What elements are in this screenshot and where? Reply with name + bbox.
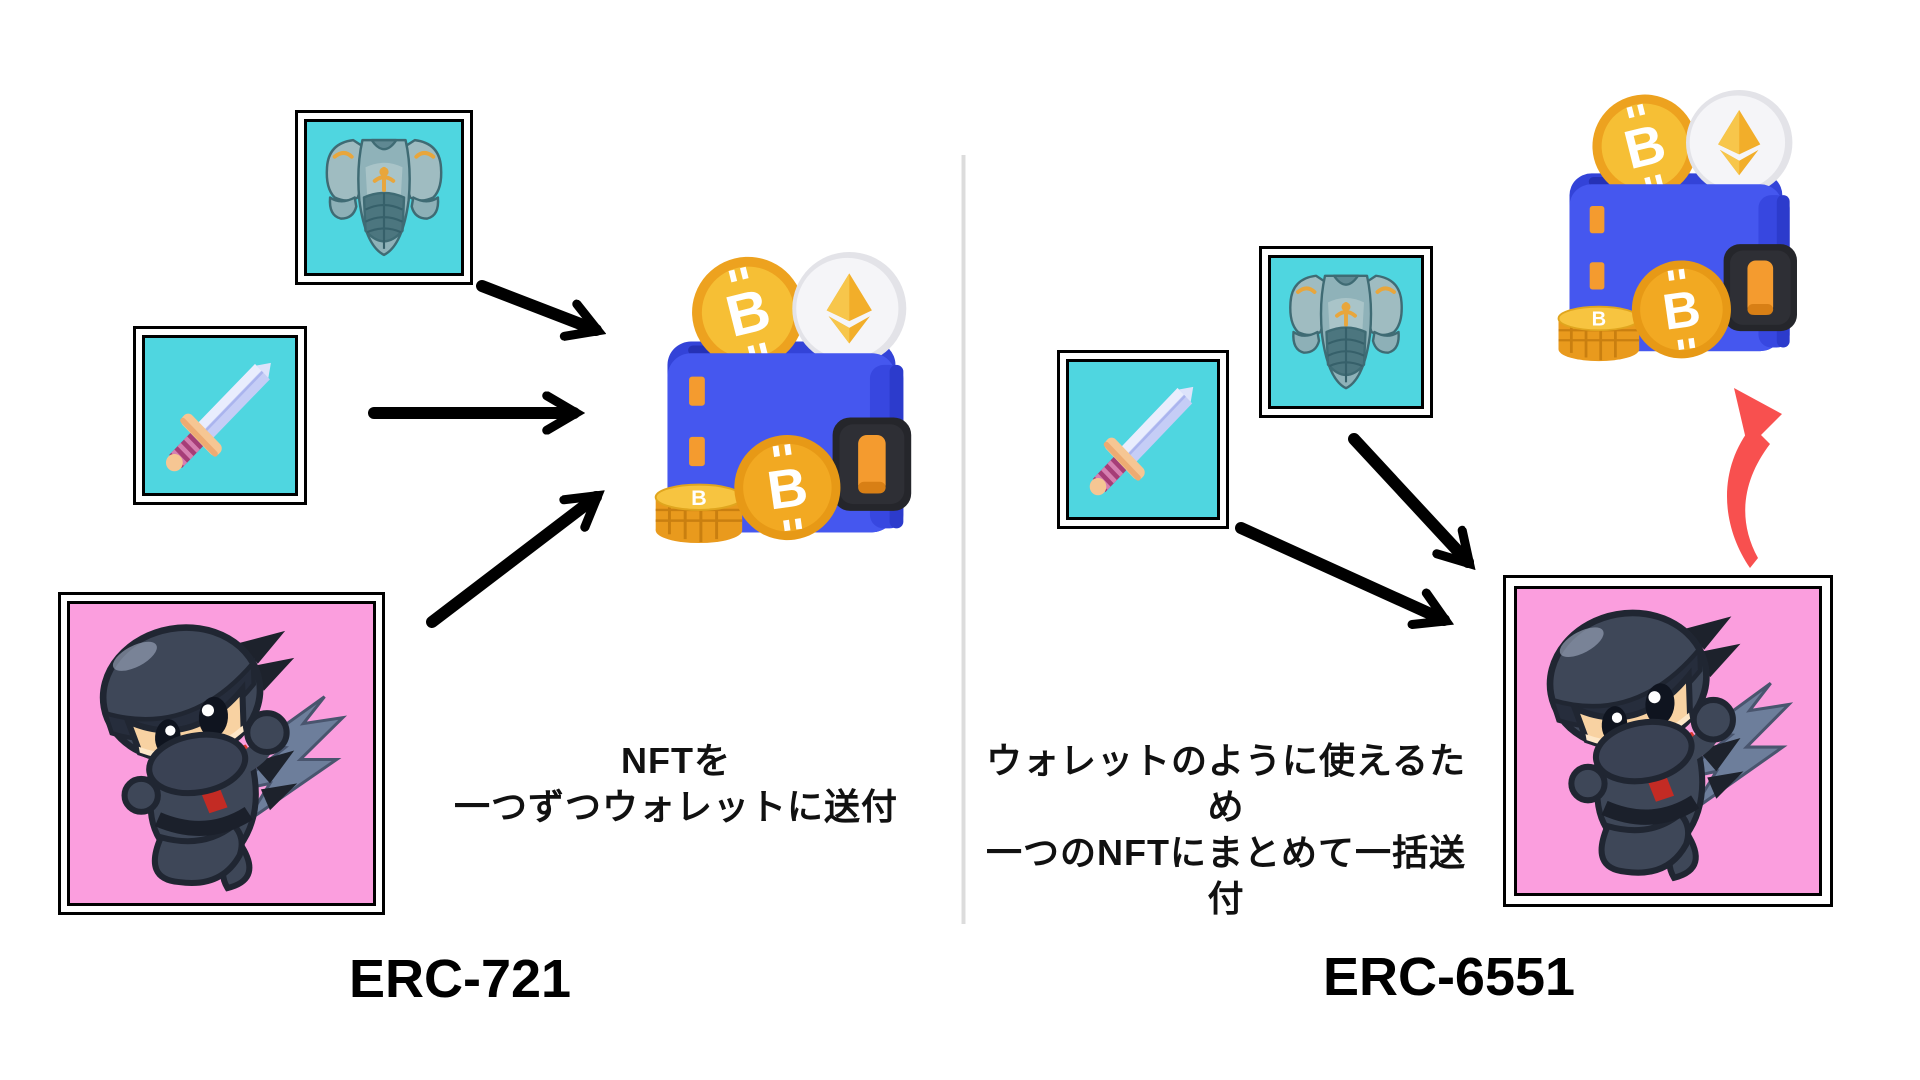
arrow-armor-to-ninja xyxy=(1348,433,1468,562)
ninja-nft-image-right xyxy=(1514,586,1822,896)
ninja-nft-image-left xyxy=(67,601,376,906)
ninja-icon xyxy=(1517,589,1819,893)
sword-nft-card-left xyxy=(133,326,307,505)
crypto-wallet-icon xyxy=(654,252,913,544)
armor-nft-card-left xyxy=(295,110,473,285)
right-caption: ウォレットのように使えるため 一つのNFTにまとめて一括送付 xyxy=(976,738,1476,922)
crypto-wallet-right xyxy=(1542,90,1808,362)
armor-nft-card-right xyxy=(1259,246,1433,418)
ninja-nft-card-left xyxy=(58,592,385,915)
crypto-wallet-left xyxy=(638,252,923,544)
sword-icon xyxy=(145,338,295,493)
sword-nft-card-right xyxy=(1057,350,1229,529)
arrow-armor-to-wallet xyxy=(476,280,596,330)
right-title: ERC-6551 xyxy=(1322,947,1576,1007)
arrow-sword-to-ninja xyxy=(1235,522,1444,620)
sword-nft-image-right xyxy=(1066,359,1220,520)
red-curved-arrow-icon xyxy=(1712,372,1817,572)
left-title: ERC-721 xyxy=(348,949,572,1009)
crypto-wallet-icon xyxy=(1557,90,1799,362)
armor-icon xyxy=(307,122,461,273)
right-caption-line1: ウォレットのように使えるため xyxy=(986,740,1466,827)
right-caption-line2: 一つのNFTにまとめて一括送付 xyxy=(986,832,1466,919)
armor-nft-image-right xyxy=(1268,255,1424,409)
ninja-nft-card-right xyxy=(1503,575,1833,907)
arrow-ninja-to-wallet xyxy=(426,497,596,628)
armor-icon xyxy=(1271,258,1421,406)
left-caption: NFTを 一つずつウォレットに送付 xyxy=(426,738,926,830)
sword-icon xyxy=(1069,362,1217,517)
sword-nft-image-left xyxy=(142,335,298,496)
ninja-icon xyxy=(70,604,373,903)
armor-nft-image-left xyxy=(304,119,464,276)
left-caption-line2: 一つずつウォレットに送付 xyxy=(453,786,898,827)
left-caption-line1: NFTを xyxy=(621,740,731,781)
